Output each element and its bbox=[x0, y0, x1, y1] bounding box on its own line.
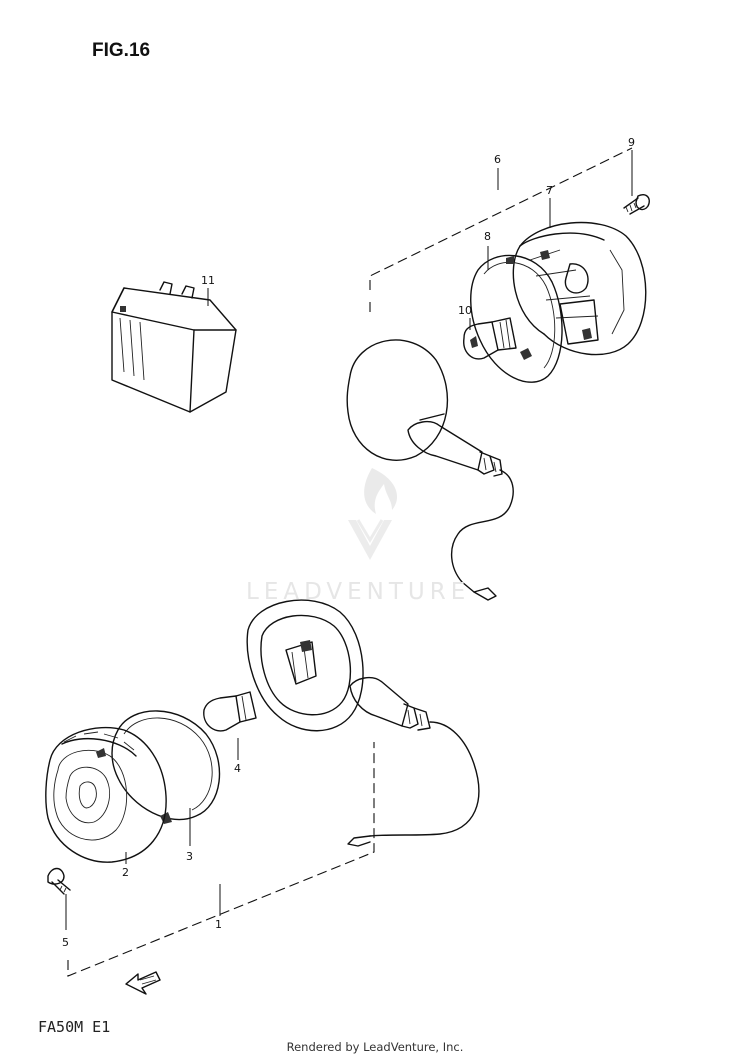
callout-2: 2 bbox=[122, 866, 129, 879]
callout-labels: 1 2 3 4 5 6 7 8 9 10 11 bbox=[62, 136, 635, 949]
callout-4: 4 bbox=[234, 762, 241, 775]
footer-credit: Rendered by LeadVenture, Inc. bbox=[286, 1040, 464, 1054]
callout-7: 7 bbox=[546, 184, 553, 197]
bulb-part-10 bbox=[463, 317, 517, 360]
callout-5: 5 bbox=[62, 936, 69, 949]
rear-housing-part-7 bbox=[512, 221, 647, 356]
callout-11: 11 bbox=[201, 274, 215, 287]
callout-1: 1 bbox=[215, 918, 222, 931]
model-code: FA50M E1 bbox=[38, 1018, 111, 1036]
callout-10: 10 bbox=[458, 304, 472, 317]
screw-part-5 bbox=[47, 867, 71, 895]
upper-lens-bowl-assembly-6 bbox=[346, 339, 514, 601]
watermark-text: LEADVENTURE bbox=[246, 579, 471, 605]
callout-6: 6 bbox=[494, 153, 501, 166]
lens-part-2 bbox=[45, 726, 167, 863]
lower-housing-with-stalk bbox=[246, 599, 480, 847]
callout-3: 3 bbox=[186, 850, 193, 863]
front-arrow-icon bbox=[125, 971, 161, 995]
figure-title: FIG.16 bbox=[92, 40, 151, 61]
callout-9: 9 bbox=[628, 136, 635, 149]
relay-part-11 bbox=[111, 281, 237, 413]
leadventure-watermark-logo bbox=[348, 468, 398, 560]
screw-part-9 bbox=[623, 194, 650, 215]
leader-lines bbox=[65, 147, 633, 977]
callout-8: 8 bbox=[484, 230, 491, 243]
bulb-part-4 bbox=[203, 691, 257, 732]
